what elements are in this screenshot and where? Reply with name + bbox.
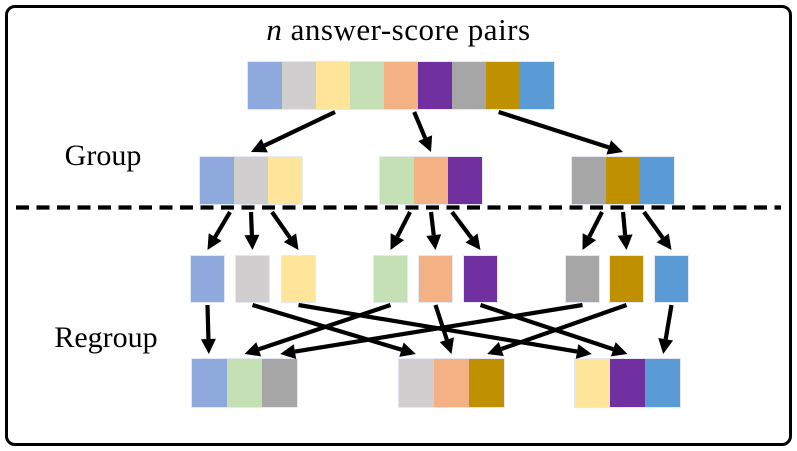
- regroup-3: [574, 358, 681, 408]
- color-block-gold: [469, 359, 504, 407]
- color-block-light_yellow: [316, 62, 350, 109]
- color-block-light_yellow: [575, 359, 610, 407]
- color-block-light_green: [227, 359, 262, 407]
- color-block-light_orange: [414, 157, 448, 204]
- regroup-2: [398, 358, 505, 408]
- color-block-light_green: [380, 157, 414, 204]
- outer-frame-border: [5, 5, 792, 446]
- diagram-title: n answer-score pairs: [0, 12, 797, 48]
- color-block-blue: [520, 62, 554, 109]
- color-block-gray: [452, 62, 486, 109]
- single-block-5: [418, 255, 453, 303]
- single-block-4: [373, 255, 408, 303]
- color-block-gray: [572, 157, 606, 204]
- color-block-periwinkle: [200, 157, 234, 204]
- color-block-periwinkle: [248, 62, 282, 109]
- color-block-light_yellow: [268, 157, 302, 204]
- single-block-2: [235, 255, 270, 303]
- color-block-blue: [645, 359, 680, 407]
- color-block-blue: [640, 157, 674, 204]
- color-block-gray: [262, 359, 297, 407]
- answer-score-pairs-bar: [247, 61, 555, 110]
- color-block-light_gray: [234, 157, 268, 204]
- group-3: [571, 156, 675, 205]
- regroup-row-label: Regroup: [54, 321, 158, 354]
- single-block-1: [190, 255, 225, 303]
- color-block-light_green: [350, 62, 384, 109]
- group-1: [199, 156, 303, 205]
- color-block-light_orange: [384, 62, 418, 109]
- single-block-9: [654, 255, 689, 303]
- single-block-8: [609, 255, 644, 303]
- single-block-6: [463, 255, 498, 303]
- color-block-light_gray: [282, 62, 316, 109]
- color-block-periwinkle: [192, 359, 227, 407]
- color-block-light_orange: [434, 359, 469, 407]
- color-block-light_gray: [399, 359, 434, 407]
- color-block-gold: [486, 62, 520, 109]
- single-block-3: [281, 255, 316, 303]
- color-block-gold: [606, 157, 640, 204]
- color-block-purple: [448, 157, 482, 204]
- color-block-purple: [418, 62, 452, 109]
- group-2: [379, 156, 483, 205]
- single-block-7: [565, 255, 600, 303]
- title-text: answer-score pairs: [282, 12, 531, 47]
- title-variable-n: n: [266, 12, 283, 47]
- group-row-label: Group: [64, 139, 142, 172]
- color-block-purple: [610, 359, 645, 407]
- regroup-1: [191, 358, 298, 408]
